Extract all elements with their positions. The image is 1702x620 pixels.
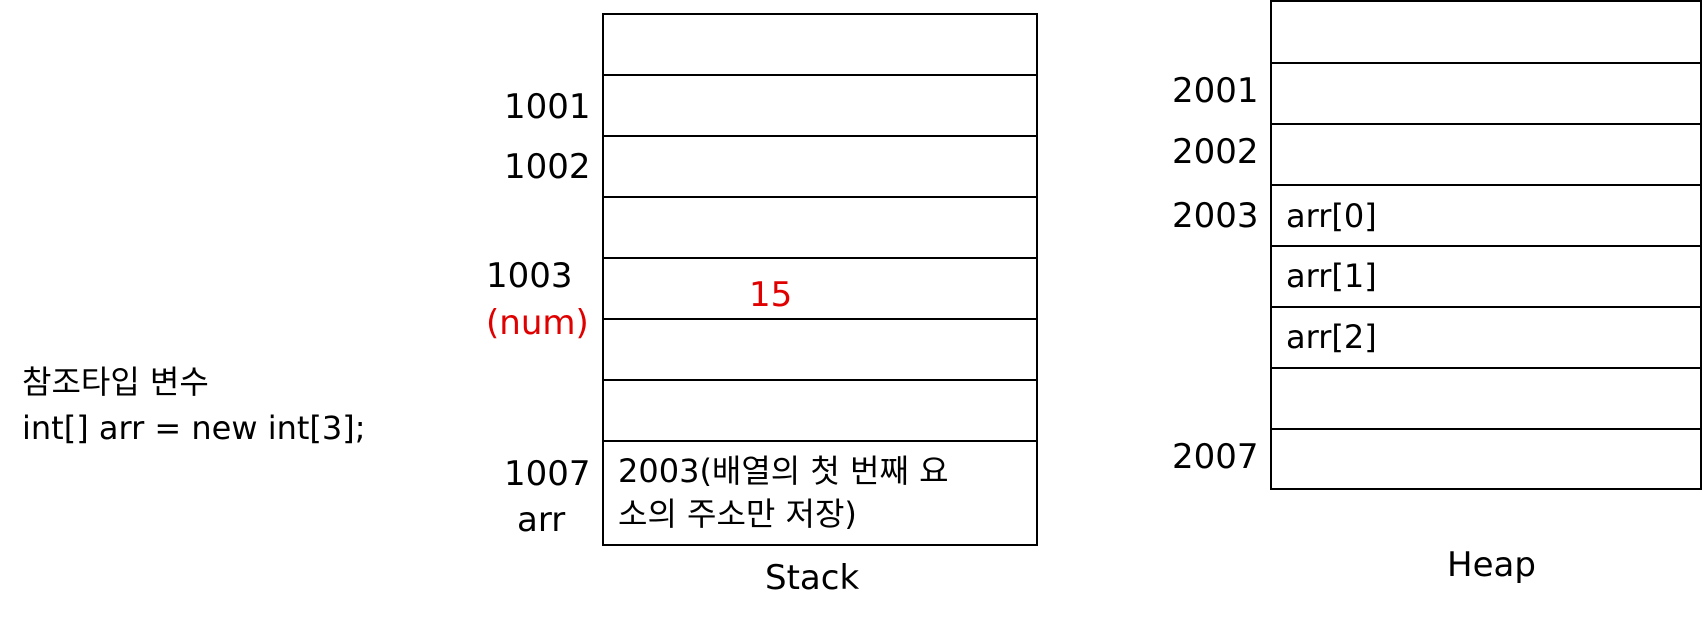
stack-memory-box <box>602 13 1038 546</box>
heap-row-divider <box>1272 306 1700 308</box>
arr-reference-value-line2: 소의 주소만 저장) <box>618 495 857 533</box>
array-declaration-code: int[] arr = new int[3]; <box>22 409 366 447</box>
heap-row-divider <box>1272 184 1700 186</box>
heap-address-2003: 2003 <box>1172 196 1259 236</box>
heap-row-divider <box>1272 123 1700 125</box>
stack-address-1002: 1002 <box>504 147 591 187</box>
heap-cell-arr-1: arr[1] <box>1286 257 1377 295</box>
stack-row-divider <box>604 440 1036 442</box>
stack-row-divider <box>604 196 1036 198</box>
stack-row-divider <box>604 257 1036 259</box>
stack-address-1001: 1001 <box>504 87 591 127</box>
heap-row-divider <box>1272 62 1700 64</box>
stack-variable-arr-label: arr <box>517 500 566 540</box>
heap-memory-box <box>1270 0 1702 490</box>
heap-address-2007: 2007 <box>1172 437 1259 477</box>
heap-address-2001: 2001 <box>1172 71 1259 111</box>
stack-address-1003: 1003 <box>486 256 573 296</box>
heap-address-2002: 2002 <box>1172 132 1259 172</box>
stack-row-divider <box>604 74 1036 76</box>
stack-row-divider <box>604 379 1036 381</box>
heap-label: Heap <box>1447 545 1536 585</box>
heap-row-divider <box>1272 245 1700 247</box>
stack-row-divider <box>604 135 1036 137</box>
heap-cell-arr-0: arr[0] <box>1286 197 1377 235</box>
stack-variable-num-label: (num) <box>486 303 589 343</box>
num-value: 15 <box>749 275 793 315</box>
heap-row-divider <box>1272 367 1700 369</box>
stack-address-1007: 1007 <box>504 454 591 494</box>
stack-row-divider <box>604 318 1036 320</box>
heap-row-divider <box>1272 428 1700 430</box>
arr-reference-value-line1: 2003(배열의 첫 번째 요 <box>618 452 949 490</box>
heap-cell-arr-2: arr[2] <box>1286 318 1377 356</box>
stack-label: Stack <box>765 558 860 598</box>
reference-type-title: 참조타입 변수 <box>22 363 209 401</box>
